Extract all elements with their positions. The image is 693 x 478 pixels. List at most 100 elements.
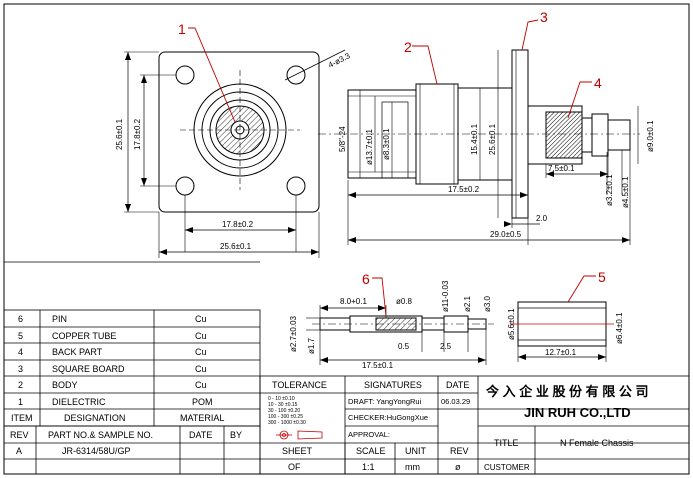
bom-item: 2 [18,380,23,390]
callout-4: 4 [594,75,602,91]
copper-tube-arrows [518,354,606,360]
bom-item: 5 [18,331,23,341]
dim-side-d3: 15.4±0.1 [470,123,479,155]
callout-3: 3 [540,9,548,25]
tube-dim-d-out: ø6.4±0.1 [615,312,624,344]
bom-material: Cu [195,364,207,374]
pin-dim-top-length: 8.0+0.1 [340,297,367,306]
unit-value: mm [405,462,420,472]
bom-item: 3 [18,364,23,374]
bom-item: 1 [18,397,23,407]
pin-dim-d-c: ø3.0 [483,295,492,312]
pin-dim-bore: ø0.8 [396,297,413,306]
bom-item: 4 [18,347,23,357]
pin-dim-len-b: 2.5 [440,342,452,351]
callout-5: 5 [598,269,606,285]
company-name-cn: 今 入 企 业 股 份 有 限 公 司 [485,384,649,399]
projection-symbol [276,430,323,440]
dim-side-d6: ø3.2±0.1 [605,174,614,206]
side-view [318,49,640,245]
front-view [124,49,346,258]
dim-height-inner: 17.8±0.2 [133,118,142,150]
dim-side-d5: ø9.0±0.1 [646,120,655,152]
bom-name: DIELECTRIC [52,397,106,407]
bom-name: BODY [52,380,78,390]
dim-flange: 2.0 [536,214,548,223]
copper-tube-detail [510,301,614,362]
rev-value: ø [455,462,461,472]
dim-thread: 5/8"-24 [338,126,347,152]
tolerance-row: 100 - 300 ±0.25 [268,414,303,420]
tolerance-table: 0 - 10 ±0.10 10 - 30 ±0.15 30 - 100 ±0.2… [268,396,306,426]
pin-dim-d-a: ø11-0.03 [441,280,450,312]
approval: APPROVAL: [348,430,390,439]
bom-header-material: MATERIAL [180,413,224,423]
rev-header: REV [10,430,29,440]
bom-table [3,309,261,474]
scale-label: SCALE [356,446,386,456]
bom-material: Cu [195,347,207,357]
tolerance-label: TOLERANCE [272,380,327,390]
signatures-label: SIGNATURES [364,380,422,390]
tube-dim-d-in: ø5.6±0.1 [507,308,516,340]
checker: CHECKER:HuGongXue [348,413,428,422]
title-label: TITLE [494,438,519,448]
pin-dim-d-b: ø2.1 [463,295,472,312]
bom-material: Cu [195,331,207,341]
rev-label: REV [450,446,469,456]
company-name-en: JIN RUH CO.,LTD [524,405,631,420]
sheet-value: OF [288,462,301,472]
tolerance-row: 10 - 30 ±0.15 [268,402,298,408]
dim-side-d7: ø4.5±0.1 [621,176,630,208]
part-no-header: PART NO.& SAMPLE NO. [48,430,153,440]
bom-name: SQUARE BOARD [52,364,125,374]
callout-2: 2 [404,39,412,55]
drafter: DRAFT: YangYongRui [348,397,422,406]
revision-table: REV PART NO.& SAMPLE NO. DATE BY A JR-63… [10,430,242,456]
bom-name: BACK PART [52,347,103,357]
dim-width-inner: 17.8±0.2 [222,220,254,229]
bom-name: COPPER TUBE [52,331,116,341]
bom-name: PIN [52,314,67,324]
part-no-value: JR-6314/58U/GP [62,446,131,456]
bom-header-item: ITEM [11,413,33,423]
bom-material: Cu [195,314,207,324]
tolerance-row: 30 - 100 ±0.20 [268,408,300,414]
sheet-label: SHEET [282,446,313,456]
title-value: N Female Chassis [560,438,634,448]
dim-side-d1: ø13.7±0.1 [365,128,374,165]
pin-dim-d-small: ø1.7 [307,337,316,354]
scale-value: 1:1 [362,462,375,472]
front-view-arrows [125,52,319,255]
bom-header-designation: DESIGNATION [64,413,125,423]
tube-dim-length: 12.7±0.1 [545,348,577,357]
bom-material: Cu [195,380,207,390]
pin-dim-len-a: 0.5 [398,342,410,351]
tolerance-row: 0 - 10 ±0.10 [268,396,295,402]
hole-note: 4-ø3.3 [327,51,352,70]
dim-total-length: 29.0±0.5 [490,230,522,239]
date-header: DATE [189,430,212,440]
customer-label: CUSTOMER [484,463,530,472]
bom-item: 6 [18,314,23,324]
dim-side-d4: 25.6±0.1 [488,123,497,155]
pin-detail [306,305,494,365]
callout-1: 1 [178,21,186,37]
dim-side-d2: ø8.3±0.1 [382,128,391,160]
dim-width-outer: 25.6±0.1 [220,242,252,251]
bom-material: POM [192,397,213,407]
dim-height-outer: 25.6±0.1 [115,118,124,150]
rev-value: A [16,446,22,456]
bom-rows: 6 PIN Cu 5 COPPER TUBE Cu 4 BACK PART Cu… [11,314,224,423]
side-view-arrows [348,171,630,243]
tolerance-row: 300 - 1000 ±0.30 [268,420,306,426]
drawing-frame [3,3,690,475]
draft-date: 06.03.29 [441,397,470,406]
pin-arrows [320,305,486,363]
title-block [259,375,690,475]
unit-label: UNIT [405,446,426,456]
dim-body-length: 17.5±0.2 [448,185,480,194]
pin-dim-d-left: ø2.7±0.03 [289,315,298,352]
dim-crimp-length: 7.5±0.1 [548,164,575,173]
